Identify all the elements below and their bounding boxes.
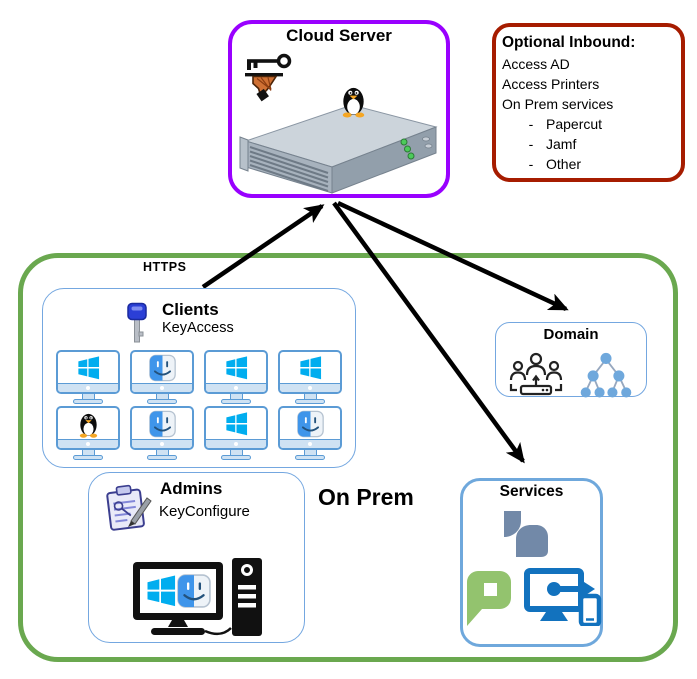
papercut-logo	[467, 571, 511, 626]
clients-subtitle: KeyAccess	[162, 320, 234, 336]
client-monitor-grid	[55, 350, 343, 460]
remote-device-icon	[524, 568, 602, 626]
windows-logo-icon	[77, 355, 99, 379]
client-monitor-mac	[129, 406, 195, 460]
clients-title: Clients	[162, 300, 219, 319]
cloud-server-title: Cloud Server	[286, 26, 392, 45]
blue-key-icon	[127, 302, 147, 343]
admins-subtitle: KeyConfigure	[159, 503, 250, 520]
optional-line: On Prem services	[502, 96, 614, 112]
windows-logo-icon	[299, 355, 321, 379]
on-prem-label: On Prem	[318, 484, 414, 510]
windows-logo-icon	[225, 355, 247, 379]
bullet-text: Jamf	[546, 136, 577, 152]
mac-logo-icon	[148, 353, 176, 382]
linux-logo-icon	[79, 413, 97, 438]
client-monitor-mac	[277, 406, 343, 460]
bullet-text: Other	[546, 156, 582, 172]
admins-title: Admins	[160, 479, 223, 498]
user-group-icon	[509, 352, 563, 396]
bullet-text: Papercut	[546, 116, 603, 132]
optional-bullet-item: - Other	[502, 154, 678, 174]
domain-title: Domain	[543, 326, 599, 343]
optional-line: Access AD	[502, 56, 570, 72]
optional-inbound-content: Optional Inbound: Access AD Access Print…	[502, 33, 678, 174]
client-monitor-windows	[55, 350, 121, 404]
services-title: Services	[499, 483, 564, 500]
clipboard-key-pencil-icon	[106, 484, 152, 531]
optional-line: Access Printers	[502, 76, 600, 92]
optional-bullet-item: - Papercut	[502, 114, 678, 134]
hierarchy-tree-icon	[580, 352, 632, 398]
optional-bullet-item: - Jamf	[502, 134, 678, 154]
client-monitor-windows	[203, 350, 269, 404]
mac-logo-icon	[296, 409, 324, 438]
optional-inbound-box	[492, 23, 685, 182]
key-on-hand-icon	[245, 53, 292, 102]
client-monitor-windows	[203, 406, 269, 460]
client-monitor-mac	[129, 350, 195, 404]
mac-logo-icon	[148, 409, 176, 438]
admin-workstation-icon	[133, 558, 262, 636]
bullet-dash: -	[528, 136, 534, 152]
https-label: HTTPS	[143, 260, 187, 274]
optional-inbound-title: Optional Inbound:	[502, 34, 636, 51]
jamf-logo	[504, 511, 548, 557]
bullet-dash: -	[528, 156, 534, 172]
client-monitor-linux	[55, 406, 121, 460]
rack-server-with-tux-icon	[239, 87, 438, 194]
windows-logo-icon	[225, 411, 247, 435]
bullet-dash: -	[528, 116, 534, 132]
client-monitor-windows	[277, 350, 343, 404]
